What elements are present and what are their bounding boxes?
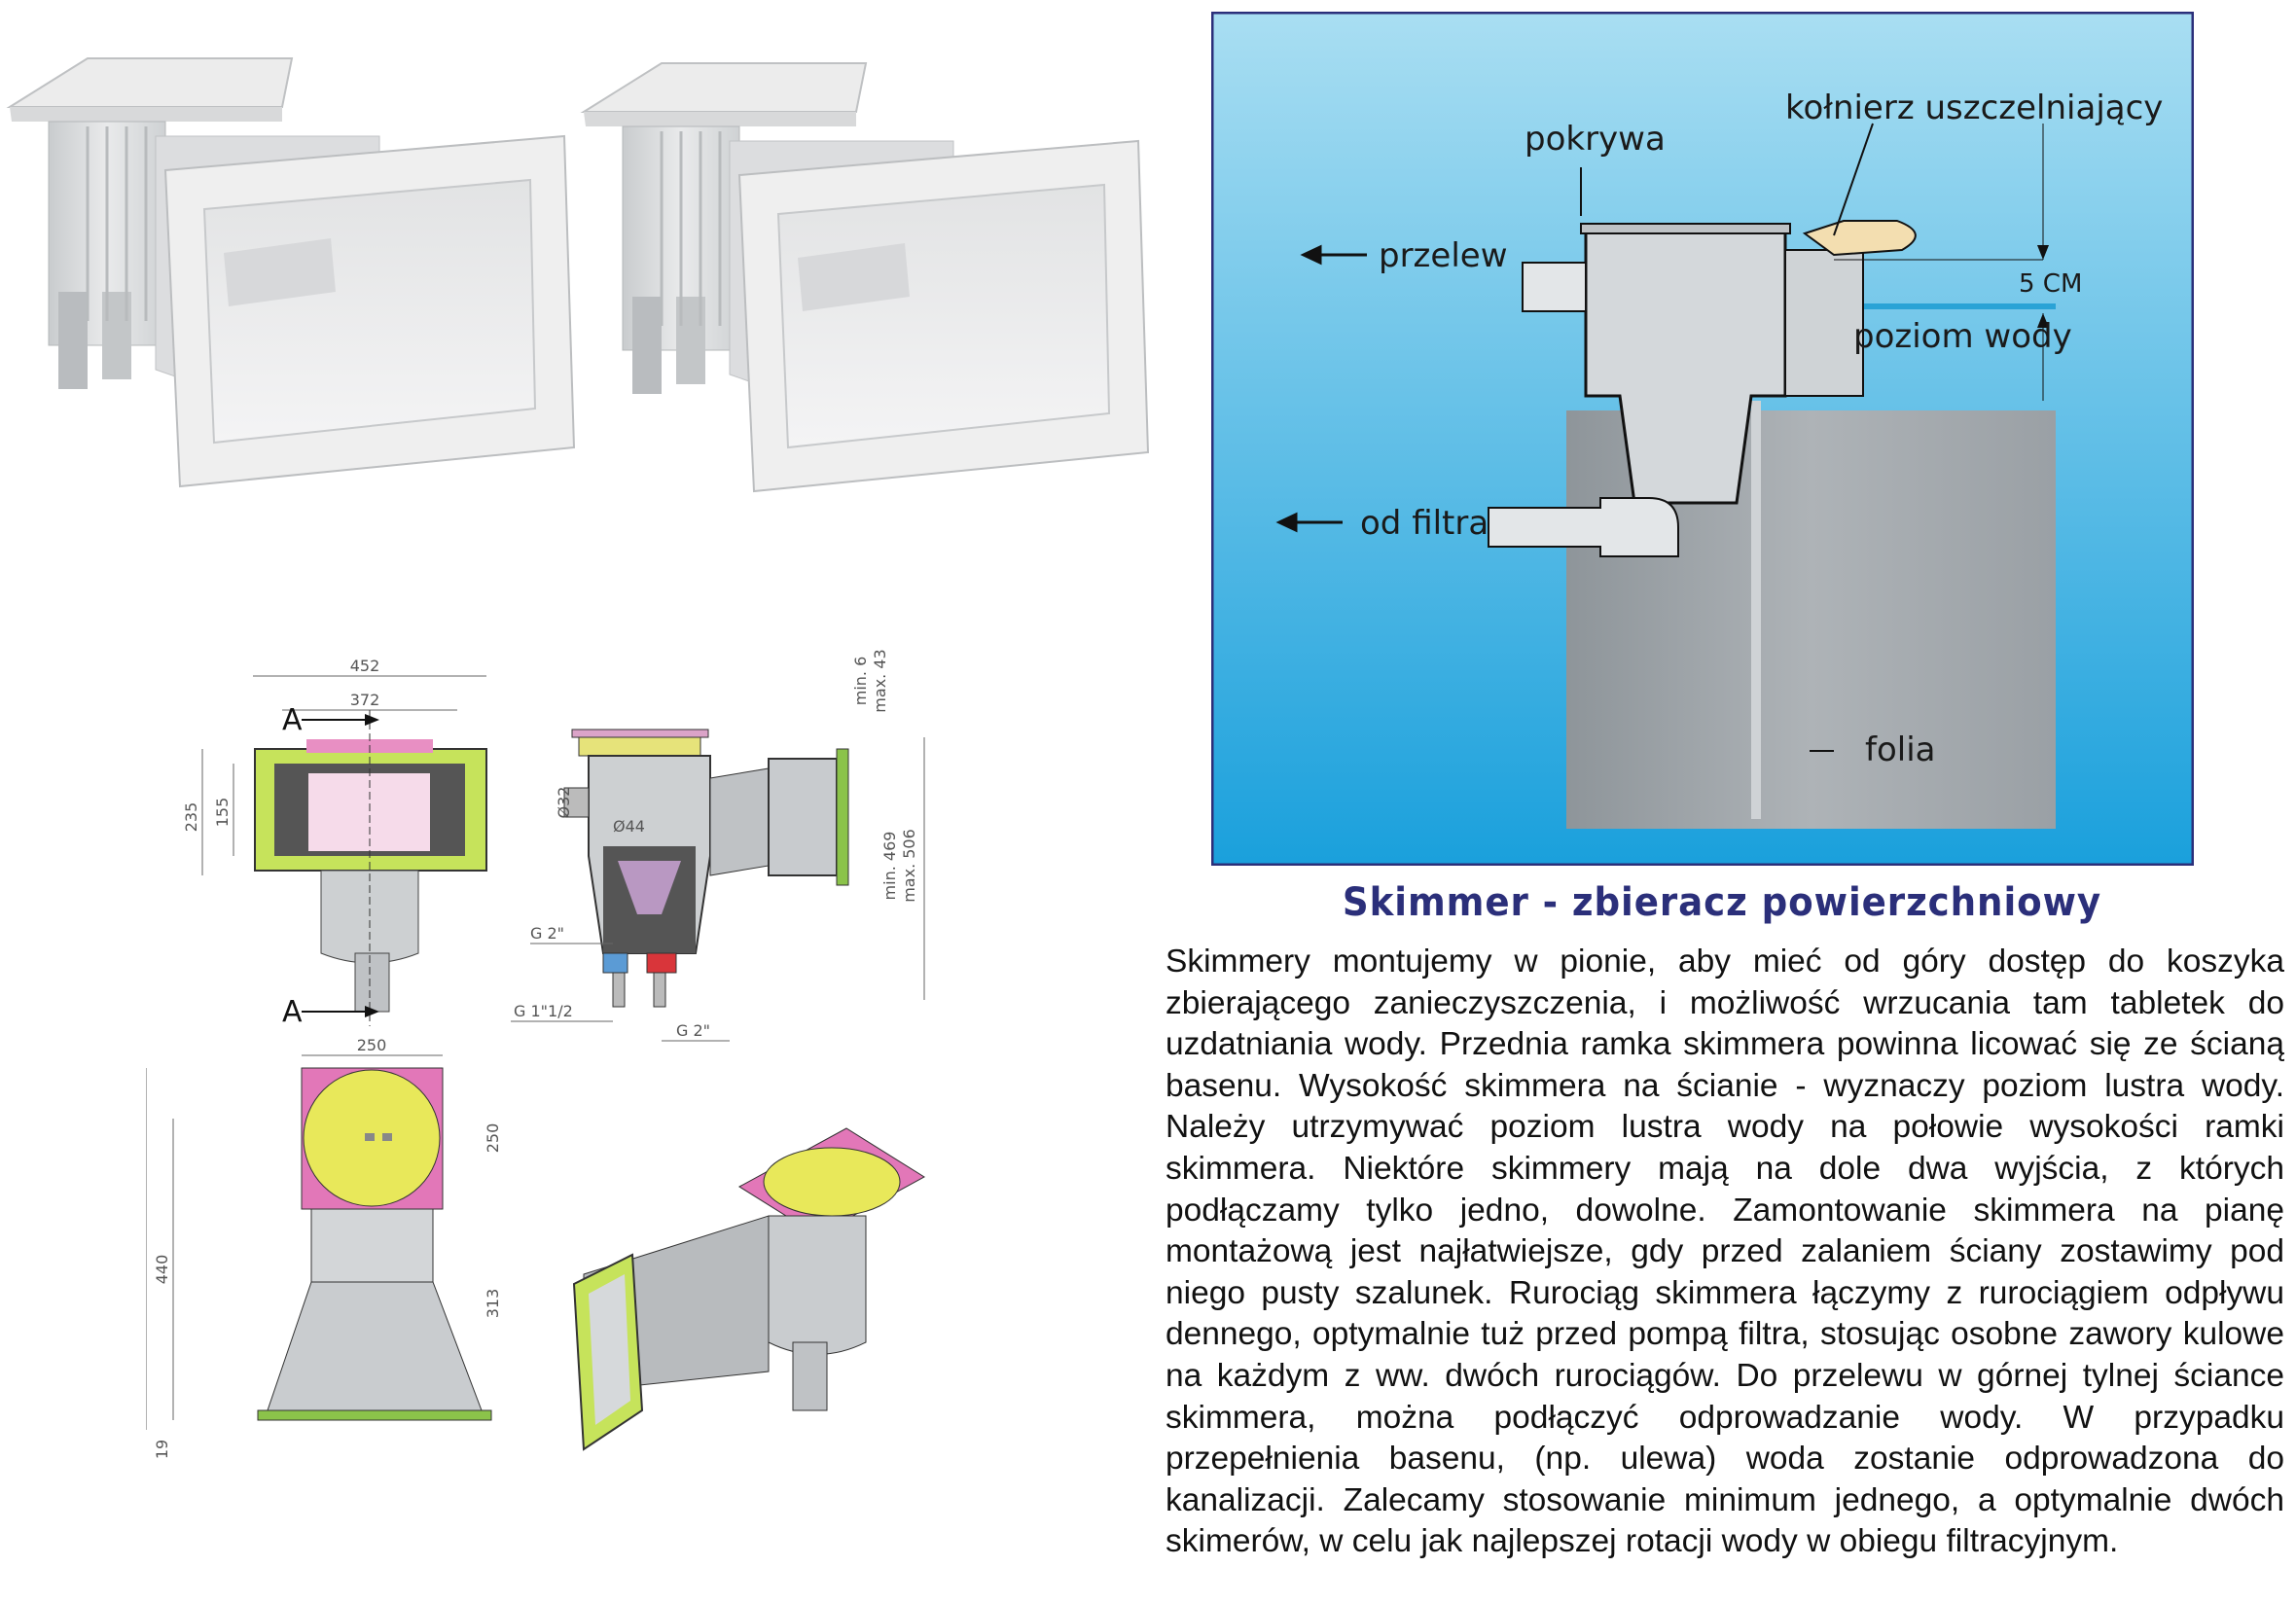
skimmer-render-right: [582, 61, 1150, 493]
svg-text:od filtra: od filtra: [1360, 504, 1489, 543]
svg-text:440: 440: [153, 1255, 171, 1285]
svg-text:Ø44: Ø44: [613, 817, 645, 836]
svg-text:pokrywa: pokrywa: [1525, 120, 1666, 159]
svg-text:250: 250: [357, 1036, 387, 1054]
svg-text:313: 313: [484, 1289, 502, 1319]
svg-text:poziom wody: poziom wody: [1853, 317, 2072, 356]
svg-text:250: 250: [484, 1123, 502, 1154]
side-view: Ø32 Ø44 min. 469 max. 506 min. 6 max. 43…: [511, 649, 925, 1042]
svg-text:A: A: [282, 703, 303, 737]
svg-text:155: 155: [213, 798, 232, 828]
svg-text:min. 6: min. 6: [851, 657, 870, 706]
svg-text:Ø32: Ø32: [555, 787, 573, 819]
technical-drawings: 452 372 A A 235 155 Ø32 Ø44: [146, 649, 925, 1459]
svg-text:G 2": G 2": [676, 1021, 710, 1040]
article-title: Skimmer - zbieracz powierzchniowy: [1342, 880, 2102, 925]
front-view: 452 372 A A 235 155: [182, 657, 487, 1029]
svg-text:min. 469: min. 469: [880, 832, 899, 901]
top-view: 250 602 440 250 313 19: [146, 1036, 502, 1459]
svg-text:kołnierz uszczelniający: kołnierz uszczelniający: [1785, 89, 2163, 127]
svg-text:G 1"1/2: G 1"1/2: [514, 1002, 573, 1020]
svg-text:max. 506: max. 506: [900, 829, 918, 903]
svg-text:19: 19: [153, 1440, 171, 1459]
svg-text:5 CM: 5 CM: [2019, 269, 2082, 299]
svg-text:max. 43: max. 43: [871, 649, 889, 712]
skimmer-cross-section: pokrywa kołnierz uszczelniający przelew …: [1211, 12, 2194, 866]
article-body: Skimmery montujemy w pionie, aby mieć od…: [1166, 944, 2284, 1560]
svg-text:235: 235: [182, 802, 200, 833]
skimmer-render-left: [8, 56, 576, 488]
svg-text:przelew: przelew: [1379, 236, 1508, 275]
svg-text:372: 372: [350, 691, 380, 709]
product-renders: [8, 56, 1150, 493]
isometric-view: [572, 1127, 925, 1451]
svg-text:G 2": G 2": [530, 924, 564, 943]
svg-text:folia: folia: [1865, 730, 1936, 769]
svg-text:452: 452: [350, 657, 380, 675]
svg-text:A: A: [282, 995, 303, 1029]
